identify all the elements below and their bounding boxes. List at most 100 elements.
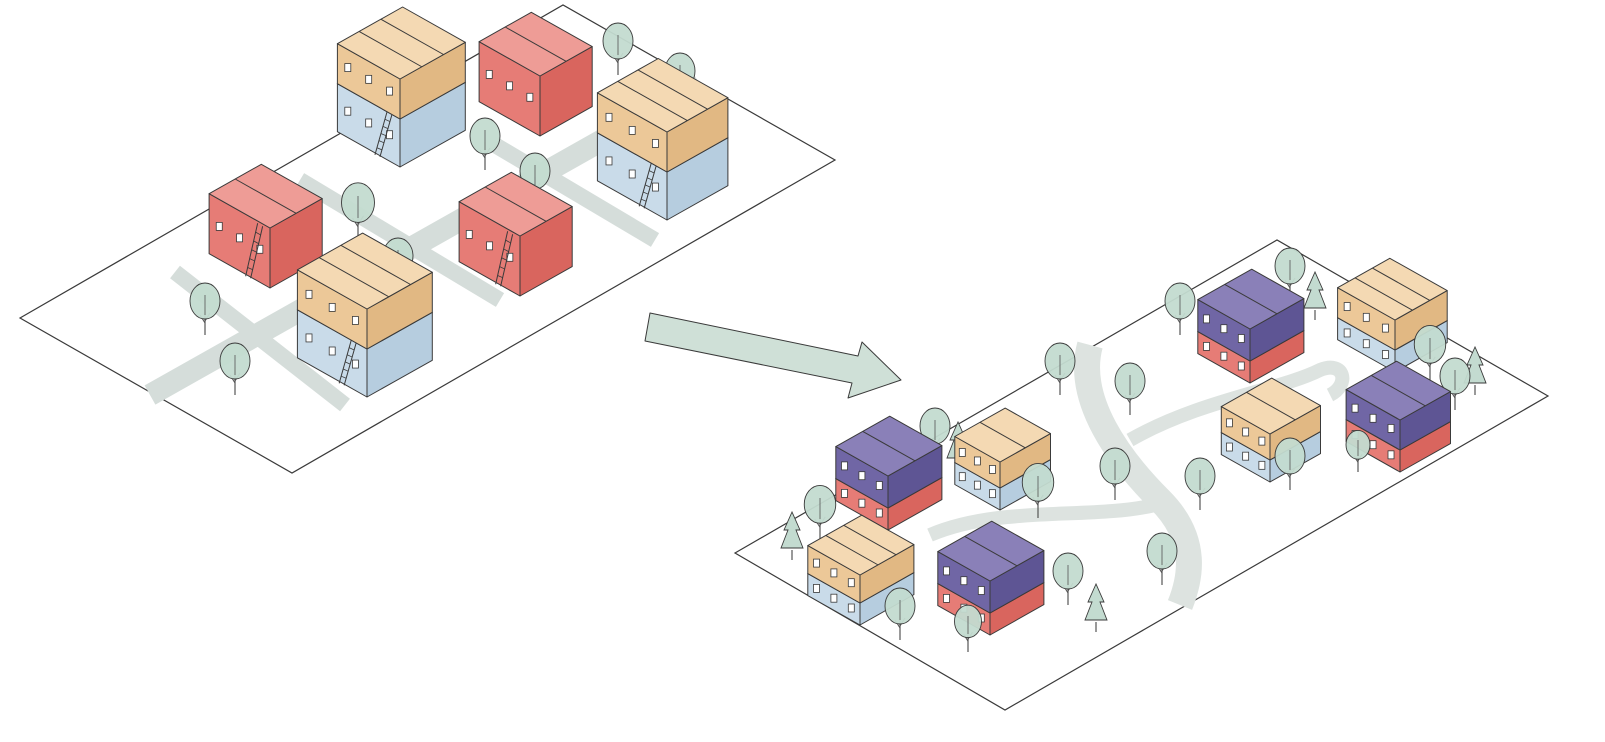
roof-division-line	[380, 18, 444, 55]
roof-division-line	[234, 178, 297, 214]
housing-block-tan	[596, 58, 729, 173]
deciduous-tree-icon	[1044, 342, 1076, 395]
window	[526, 92, 534, 102]
exterior-stair	[338, 340, 357, 386]
window	[305, 289, 313, 299]
before-grid-layout	[18, 4, 837, 474]
roof-division-line	[1372, 267, 1431, 301]
window	[328, 302, 336, 312]
housing-block-tan	[954, 407, 1051, 489]
window	[1362, 312, 1370, 322]
roof-division-line	[1246, 391, 1296, 421]
window	[1258, 436, 1266, 446]
branch-path	[1126, 360, 1350, 447]
window	[605, 112, 613, 122]
window	[847, 603, 855, 613]
window	[1369, 413, 1377, 423]
exterior-stair	[495, 231, 514, 287]
window	[628, 126, 636, 135]
roof-division-line	[1371, 374, 1426, 407]
housing-block-purple	[937, 520, 1045, 614]
window	[989, 489, 996, 499]
window	[1343, 328, 1351, 338]
deciduous-tree-icon	[803, 484, 837, 540]
deciduous-tree-icon	[1146, 532, 1178, 585]
roof-division-line	[825, 535, 879, 566]
deciduous-tree-icon	[1021, 462, 1055, 518]
window	[858, 498, 866, 508]
window	[1258, 460, 1266, 470]
housing-block-red	[208, 163, 323, 289]
window	[305, 333, 313, 343]
window	[958, 472, 966, 482]
window	[858, 471, 866, 481]
main-winding-path	[1074, 341, 1202, 610]
window	[813, 558, 820, 568]
housing-block-tan	[336, 6, 466, 120]
window	[943, 566, 950, 576]
roof-division-line	[318, 257, 389, 298]
window	[465, 230, 473, 239]
deciduous-tree-icon	[954, 604, 982, 652]
window	[847, 578, 855, 588]
roof-division-line	[484, 186, 547, 222]
deciduous-tree-icon	[1099, 447, 1131, 500]
window	[486, 241, 493, 251]
conifer-tree-icon	[1084, 582, 1108, 632]
roof-division-line	[504, 26, 567, 62]
window	[652, 182, 659, 192]
deciduous-tree-icon	[1184, 457, 1216, 510]
conifer-tree-icon	[1303, 270, 1327, 320]
window	[1226, 442, 1233, 452]
window	[365, 74, 373, 84]
after-clustered-layout	[733, 239, 1550, 711]
housing-block-tan	[807, 514, 915, 604]
housing-block-tan	[296, 232, 433, 350]
window	[1203, 341, 1210, 351]
deciduous-tree-icon	[1114, 362, 1146, 415]
deciduous-tree-icon	[1164, 282, 1196, 335]
window	[841, 488, 848, 498]
transition-arrow-group	[644, 312, 902, 399]
window	[875, 508, 883, 518]
window	[1362, 339, 1370, 349]
unit-roof	[596, 58, 729, 133]
window	[344, 63, 352, 72]
window	[236, 233, 243, 243]
conifer-tree-icon	[780, 510, 804, 560]
exterior-stair	[374, 111, 393, 158]
deciduous-tree-icon	[1439, 357, 1471, 410]
window	[973, 456, 981, 466]
window	[1369, 440, 1377, 450]
window	[328, 346, 336, 356]
window	[958, 448, 966, 457]
housing-block-red	[458, 171, 573, 297]
deciduous-tree-icon	[469, 117, 501, 170]
roof-division-line	[1224, 283, 1278, 315]
window	[215, 222, 223, 231]
window	[1387, 424, 1395, 433]
deciduous-tree-icon	[602, 22, 634, 75]
window	[875, 481, 883, 490]
roof-division-line	[637, 69, 708, 110]
window	[628, 169, 636, 179]
roof-division-line	[1354, 277, 1413, 311]
window	[989, 465, 996, 474]
window	[1226, 418, 1233, 428]
roof-division-line	[617, 80, 688, 122]
deciduous-tree-icon	[1345, 429, 1371, 472]
window	[605, 156, 613, 166]
window	[351, 359, 359, 369]
deciduous-tree-icon	[1274, 437, 1306, 490]
window	[841, 461, 848, 471]
window	[830, 568, 838, 578]
window	[1387, 450, 1395, 460]
deciduous-tree-icon	[341, 182, 375, 240]
roof-division-line	[862, 430, 916, 462]
unit-roof	[336, 6, 466, 80]
branch-path	[927, 498, 1157, 542]
exterior-stair	[638, 163, 657, 209]
deciduous-tree-icon	[1052, 552, 1084, 605]
window	[1237, 334, 1245, 343]
